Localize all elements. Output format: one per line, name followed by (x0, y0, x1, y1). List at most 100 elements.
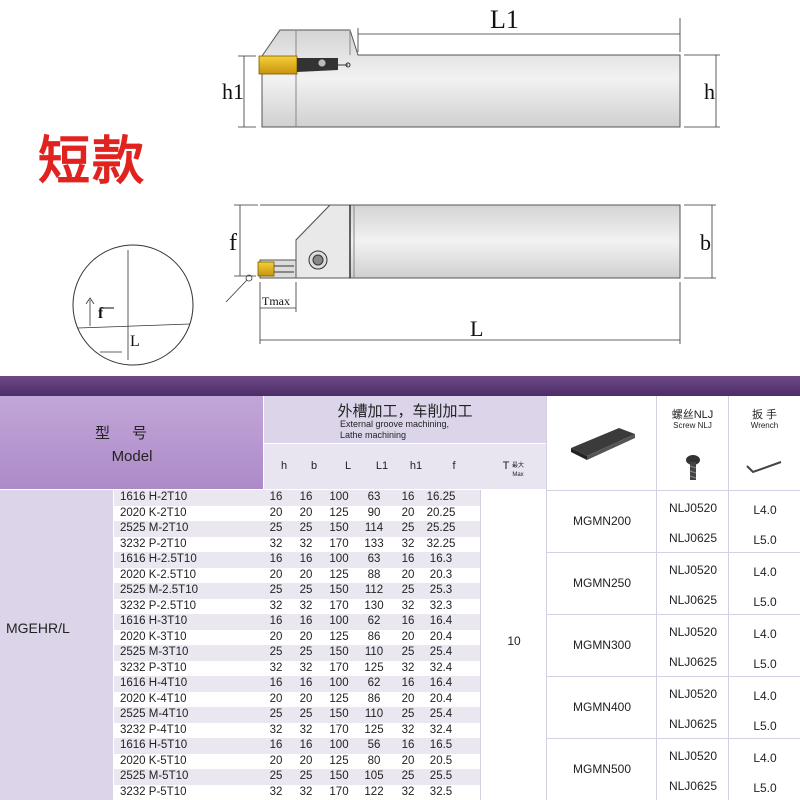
machining-header-cn: 外槽加工，车削加工 (337, 403, 473, 420)
cell-b: 25 (299, 646, 313, 658)
cell-l1: 130 (364, 599, 384, 612)
cell-l1: 63 (367, 491, 381, 503)
cell-l1: 114 (364, 522, 384, 534)
cell-h: 20 (269, 754, 283, 767)
cell-l: 100 (329, 553, 349, 565)
screw-value: NLJ0625 (668, 593, 718, 607)
param-T-sub: Max (512, 472, 524, 478)
screw-value: NLJ0520 (668, 501, 718, 515)
cell-f: 16.5 (429, 739, 453, 751)
param-h: h (280, 460, 288, 472)
cell-f: 20.3 (429, 568, 453, 581)
cell-l: 150 (329, 770, 349, 782)
cell-model: 2020 K-4T10 (120, 692, 187, 705)
detail-f-label: f (98, 305, 104, 322)
wrench-value: L5.0 (753, 781, 777, 795)
dim-h1-label: h1 (222, 79, 244, 104)
cell-model: 2525 M-3T10 (120, 646, 189, 658)
detail-L-label: L (130, 333, 140, 350)
cell-l: 150 (329, 584, 349, 596)
cell-model: 3232 P-4T10 (120, 723, 187, 736)
tmax-value: 10 (507, 634, 521, 648)
table-top-band (0, 376, 800, 396)
machining-header: 外槽加工，车削加工 External groove machining, Lat… (264, 396, 546, 444)
cell-l: 170 (329, 661, 349, 674)
cell-h: 16 (269, 491, 283, 503)
cell-model: 3232 P-5T10 (120, 785, 187, 798)
cell-h1: 16 (401, 677, 415, 689)
wrench-value: L5.0 (753, 533, 777, 547)
cell-b: 16 (299, 677, 313, 689)
cell-model: 2020 K-2T10 (120, 506, 187, 519)
wrench-header-en: Wrench (750, 421, 779, 430)
wrench-value: L4.0 (753, 751, 777, 765)
cell-l: 150 (329, 646, 349, 658)
cell-h: 16 (269, 677, 283, 689)
wrench-icon (746, 461, 782, 474)
dim-h-label: h (704, 79, 715, 104)
cell-f: 20.4 (429, 630, 453, 643)
detail-circle: f L (72, 244, 253, 366)
cell-f: 25.5 (429, 770, 453, 782)
cell-b: 32 (299, 661, 313, 674)
wrench-value: L5.0 (753, 595, 777, 609)
insert-label: MGMN200 (572, 514, 631, 528)
cell-b: 20 (299, 506, 313, 519)
cell-h1: 16 (401, 491, 415, 503)
cell-f: 20.4 (429, 692, 453, 705)
cell-model: 2020 K-5T10 (120, 754, 187, 767)
cell-l1: 62 (367, 615, 381, 627)
wrench-value: L4.0 (753, 503, 777, 517)
cell-b: 20 (299, 568, 313, 581)
cell-model: 2020 K-2.5T10 (120, 568, 197, 581)
machining-header-en-1: External groove machining, (340, 419, 450, 429)
cell-f: 32.4 (429, 661, 453, 674)
cell-model: 3232 P-3T10 (120, 661, 187, 674)
cell-h: 25 (269, 708, 283, 720)
main-model-cell: MGEHR/L (0, 490, 114, 800)
screw-value: NLJ0625 (668, 531, 718, 545)
cell-l1: 62 (367, 677, 381, 689)
insert-side-icon (257, 261, 275, 277)
param-T-sup: 最大 (511, 463, 524, 469)
cell-l1: 133 (364, 537, 384, 550)
cell-h: 25 (269, 584, 283, 596)
cell-h: 25 (269, 770, 283, 782)
cell-h1: 16 (401, 553, 415, 565)
cell-b: 20 (299, 630, 313, 643)
cell-b: 25 (299, 584, 313, 596)
cell-h1: 25 (401, 522, 415, 534)
cell-h1: 20 (401, 506, 415, 519)
cell-b: 20 (299, 754, 313, 767)
screw-value: NLJ0520 (668, 687, 718, 701)
cell-f: 32.3 (429, 599, 453, 612)
cell-f: 25.3 (429, 584, 453, 596)
insert-label: MGMN250 (572, 576, 631, 590)
param-h1: h1 (409, 460, 423, 472)
cell-h: 25 (269, 646, 283, 658)
cell-l1: 86 (367, 630, 381, 643)
cell-l1: 88 (367, 568, 381, 581)
cell-l: 170 (329, 537, 349, 550)
cell-h: 20 (269, 630, 283, 643)
cell-f: 32.4 (429, 723, 453, 736)
cell-b: 16 (299, 615, 313, 627)
cell-l: 100 (329, 615, 349, 627)
model-header-en: Model (111, 448, 153, 465)
wrench-value: L5.0 (753, 657, 777, 671)
cell-f: 16.3 (429, 553, 453, 565)
cell-h: 32 (269, 785, 283, 798)
cell-h1: 32 (401, 785, 415, 798)
